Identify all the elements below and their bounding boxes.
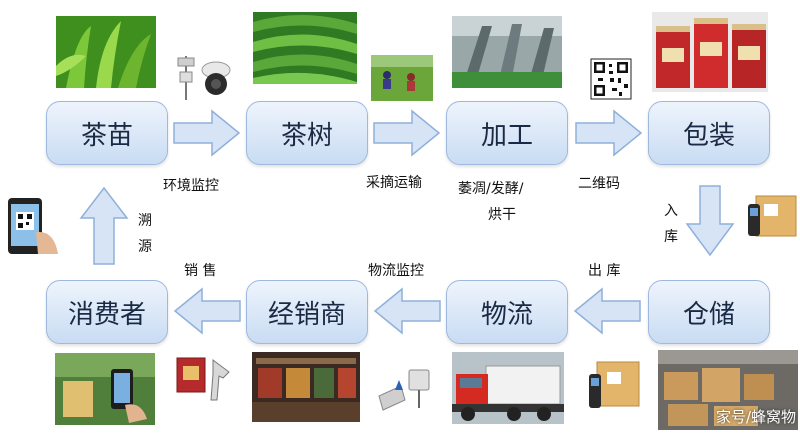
node-packaging: 包装 [648, 101, 770, 165]
node-dealer: 经销商 [246, 280, 368, 344]
label-environment-monitoring: 环境监控 [163, 178, 219, 194]
label-qr-code: 二维码 [578, 176, 620, 192]
arrow-tree-to-process [372, 108, 442, 158]
label-trace-char-2: 源 [138, 239, 152, 255]
label-processing-steps-line1: 萎凋/发酵/ [458, 181, 524, 197]
tea-factory-photo [452, 16, 562, 88]
camera-sensor-photo [172, 48, 238, 104]
watermark: 家号/蜂窝物 [715, 408, 796, 426]
tea-seedling-photo [56, 16, 156, 88]
label-processing-steps-line2: 烘干 [488, 207, 516, 223]
logistics-sensor-photo [373, 360, 439, 416]
barcode-scanner-box-photo-outbound [583, 356, 641, 414]
node-consumer: 消费者 [46, 280, 168, 344]
warehouse-photo [658, 350, 798, 430]
arrow-process-to-package [574, 108, 644, 158]
tea-plantation-photo [253, 12, 357, 84]
delivery-truck-photo [452, 352, 564, 424]
arrow-warehouse-to-logistics [572, 286, 642, 336]
qr-code-image [590, 58, 632, 100]
label-trace-char-1: 溯 [138, 213, 152, 229]
arrow-consumer-trace-up [78, 186, 130, 266]
scanner-tea-box-photo [173, 350, 239, 408]
label-inbound: 入 库 [662, 198, 680, 250]
arrow-package-to-warehouse [684, 184, 736, 258]
label-logistics-monitoring: 物流监控 [368, 263, 424, 279]
label-picking-transport: 采摘运输 [366, 175, 422, 191]
label-sales: 销 售 [184, 263, 217, 279]
dealer-shop-photo [252, 352, 360, 422]
label-outbound: 出 库 [588, 263, 621, 279]
consumer-scanning-photo [55, 353, 155, 425]
label-traceability: 溯 源 [136, 208, 154, 260]
packaged-tea-cans-photo [652, 12, 768, 92]
node-warehouse: 仓储 [648, 280, 770, 344]
barcode-scanner-box-photo-inbound [742, 190, 798, 242]
tea-picking-photo [371, 55, 433, 101]
arrow-seedling-to-tree [172, 108, 242, 158]
phone-qr-scan-photo [2, 196, 60, 256]
node-tea-tree: 茶树 [246, 101, 368, 165]
node-seedling: 茶苗 [46, 101, 168, 165]
node-processing: 加工 [446, 101, 568, 165]
label-inbound-char-1: 入 [664, 203, 678, 219]
arrow-logistics-to-dealer [372, 286, 442, 336]
node-logistics: 物流 [446, 280, 568, 344]
label-inbound-char-2: 库 [664, 229, 678, 245]
arrow-dealer-to-consumer [172, 286, 242, 336]
